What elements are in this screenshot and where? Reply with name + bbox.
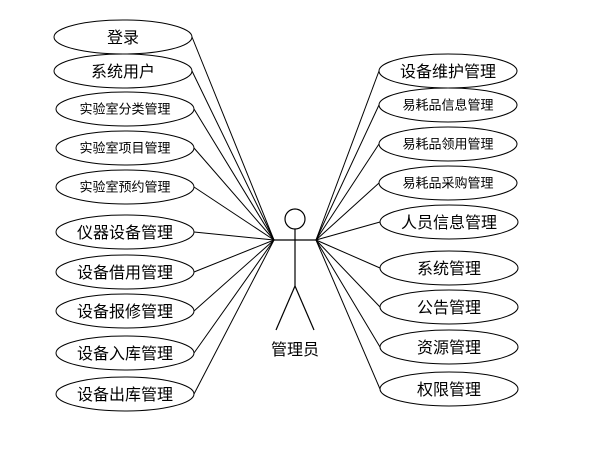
use-case-label: 易耗品采购管理 bbox=[402, 176, 493, 192]
association-line-left-7 bbox=[193, 239, 275, 312]
use-case-group: 登录系统用户实验室分类管理实验室项目管理实验室预约管理仪器设备管理设备借用管理设… bbox=[53, 19, 519, 412]
use-case-label: 权限管理 bbox=[417, 380, 481, 399]
use-case-ellipse bbox=[378, 165, 518, 201]
use-case-ellipse bbox=[55, 335, 195, 371]
use-case-left-5: 仪器设备管理 bbox=[55, 214, 195, 250]
association-line-right-7 bbox=[315, 239, 381, 348]
use-case-right-0: 设备维护管理 bbox=[378, 53, 518, 89]
association-line-right-0 bbox=[315, 70, 380, 241]
association-line-left-3 bbox=[193, 147, 275, 241]
use-case-left-6: 设备借用管理 bbox=[55, 254, 195, 290]
use-case-label: 公告管理 bbox=[417, 298, 481, 317]
actor-admin: 管理员 bbox=[271, 208, 319, 359]
use-case-right-7: 资源管理 bbox=[379, 329, 519, 365]
association-line-left-0 bbox=[191, 36, 275, 241]
association-line-left-6 bbox=[193, 239, 275, 273]
association-line-right-1 bbox=[315, 104, 380, 241]
use-case-ellipse bbox=[379, 204, 519, 240]
association-line-left-9 bbox=[193, 239, 275, 395]
association-line-left-4 bbox=[193, 186, 275, 241]
use-case-ellipse bbox=[378, 126, 518, 162]
use-case-left-3: 实验室项目管理 bbox=[55, 130, 195, 166]
use-case-ellipse bbox=[379, 250, 519, 286]
use-case-label: 实验室分类管理 bbox=[79, 102, 170, 118]
use-case-ellipse bbox=[55, 376, 195, 412]
use-case-label: 实验室项目管理 bbox=[79, 141, 170, 157]
use-case-label: 实验室预约管理 bbox=[79, 180, 170, 196]
use-case-right-3: 易耗品采购管理 bbox=[378, 165, 518, 201]
association-line-right-6 bbox=[315, 239, 381, 308]
use-case-left-4: 实验室预约管理 bbox=[55, 169, 195, 205]
use-case-left-8: 设备入库管理 bbox=[55, 335, 195, 371]
use-case-left-0: 登录 bbox=[53, 19, 193, 55]
use-case-label: 资源管理 bbox=[417, 338, 481, 357]
use-case-ellipse bbox=[379, 289, 519, 325]
use-case-label: 人员信息管理 bbox=[401, 213, 497, 232]
use-case-ellipse bbox=[55, 214, 195, 250]
association-lines bbox=[191, 36, 381, 395]
use-case-left-1: 系统用户 bbox=[53, 53, 193, 89]
use-case-ellipse bbox=[379, 371, 519, 407]
use-case-ellipse bbox=[55, 293, 195, 329]
use-case-label: 设备借用管理 bbox=[77, 263, 173, 282]
use-case-label: 仪器设备管理 bbox=[77, 223, 173, 242]
association-line-right-3 bbox=[315, 182, 380, 241]
use-case-right-6: 公告管理 bbox=[379, 289, 519, 325]
use-case-label: 设备报修管理 bbox=[77, 302, 173, 321]
association-line-left-2 bbox=[193, 108, 275, 241]
association-line-right-8 bbox=[315, 239, 381, 390]
use-case-label: 系统用户 bbox=[91, 62, 155, 81]
use-case-left-2: 实验室分类管理 bbox=[55, 91, 195, 127]
association-line-right-2 bbox=[315, 143, 380, 241]
use-case-ellipse bbox=[378, 87, 518, 123]
use-case-left-9: 设备出库管理 bbox=[55, 376, 195, 412]
use-case-ellipse bbox=[379, 329, 519, 365]
use-case-right-8: 权限管理 bbox=[379, 371, 519, 407]
actor-left-leg bbox=[275, 285, 296, 331]
use-case-label: 设备出库管理 bbox=[77, 385, 173, 404]
use-case-label: 系统管理 bbox=[417, 259, 481, 278]
association-line-left-8 bbox=[193, 239, 275, 354]
use-case-ellipse bbox=[55, 130, 195, 166]
use-case-ellipse bbox=[55, 169, 195, 205]
use-case-label: 设备维护管理 bbox=[400, 62, 496, 81]
association-line-right-4 bbox=[315, 221, 381, 241]
use-case-label: 设备入库管理 bbox=[77, 344, 173, 363]
use-case-right-5: 系统管理 bbox=[379, 250, 519, 286]
use-case-right-4: 人员信息管理 bbox=[379, 204, 519, 240]
use-case-right-2: 易耗品领用管理 bbox=[378, 126, 518, 162]
association-line-right-5 bbox=[315, 239, 381, 269]
actor-right-leg bbox=[294, 285, 315, 331]
use-case-label: 易耗品领用管理 bbox=[402, 138, 493, 153]
use-case-label: 登录 bbox=[107, 28, 139, 47]
use-case-label: 易耗品信息管理 bbox=[402, 98, 493, 114]
association-line-left-5 bbox=[193, 231, 275, 241]
use-case-ellipse bbox=[55, 254, 195, 290]
use-case-ellipse bbox=[53, 53, 193, 89]
use-case-right-1: 易耗品信息管理 bbox=[378, 87, 518, 123]
use-case-left-7: 设备报修管理 bbox=[55, 293, 195, 329]
association-line-left-1 bbox=[191, 70, 275, 241]
actor-head bbox=[284, 208, 306, 230]
use-case-ellipse bbox=[55, 91, 195, 127]
actor-label: 管理员 bbox=[271, 340, 319, 359]
